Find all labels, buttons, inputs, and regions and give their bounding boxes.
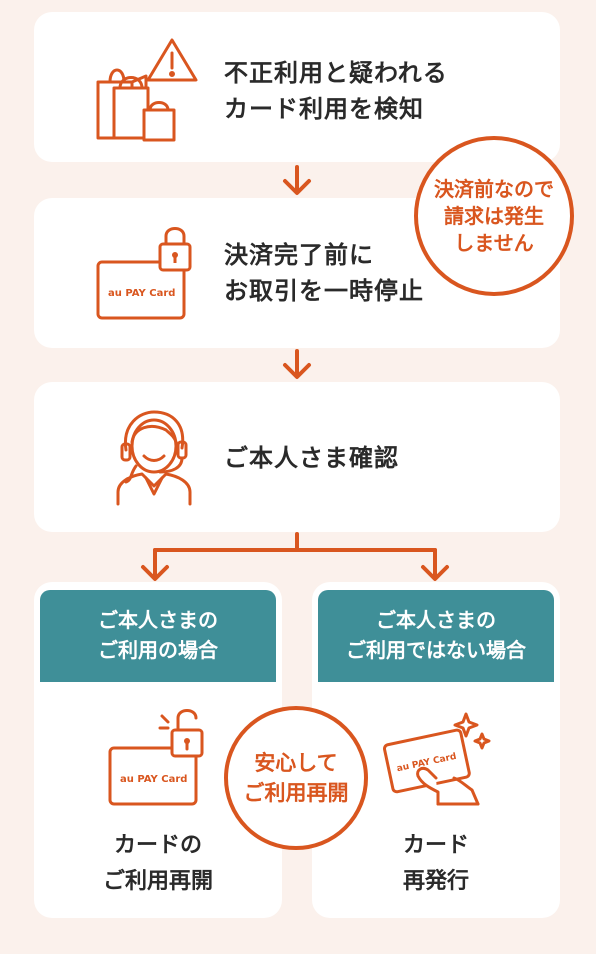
no-charge-line2: 請求は発生 xyxy=(444,203,544,228)
card-label: au PAY Card xyxy=(120,774,187,785)
step-hold-line2: お取引を一時停止 xyxy=(224,277,424,305)
branch-fraud-result: カード 再発行 xyxy=(312,828,560,900)
step-verify-line1: ご本人さま確認 xyxy=(224,444,399,472)
down-arrow-icon xyxy=(283,165,311,195)
branch-genuine-head2: ご利用の場合 xyxy=(98,638,218,662)
step-hold-line1: 決済完了前に xyxy=(224,241,374,269)
card-label: au PAY Card xyxy=(108,288,175,299)
branch-genuine-head1: ご本人さまの xyxy=(98,608,218,632)
branch-fraud-head2: ご利用ではない場合 xyxy=(346,638,526,662)
no-charge-badge: 決済前なので 請求は発生 しません xyxy=(414,136,574,296)
shopping-bags-warning-icon xyxy=(96,38,198,142)
step-detect-line1: 不正利用と疑われる xyxy=(224,59,448,87)
step-detect-line2: カード利用を検知 xyxy=(224,95,424,123)
step-verify-text: ご本人さま確認 xyxy=(224,440,399,476)
branch-fraud-result2: 再発行 xyxy=(402,869,469,894)
resume-line1: 安心して xyxy=(254,751,338,775)
resume-line2: ご利用再開 xyxy=(243,781,349,805)
branch-fraud-header: ご本人さまの ご利用ではない場合 xyxy=(318,590,554,682)
branch-genuine-result2: ご利用再開 xyxy=(102,869,213,894)
step-hold-text: 決済完了前に お取引を一時停止 xyxy=(224,237,424,309)
branch-fraud-result1: カード xyxy=(402,833,469,858)
card-in-hand-sparkle-icon: au PAY Card xyxy=(382,712,491,806)
branch-arrows-icon xyxy=(141,532,449,581)
operator-headset-icon xyxy=(116,410,192,506)
locked-card-icon: au PAY Card xyxy=(96,227,192,320)
resume-badge: 安心して ご利用再開 xyxy=(224,706,368,850)
branch-genuine-result1: カードの xyxy=(113,833,202,858)
step-detect-box: 不正利用と疑われる カード利用を検知 xyxy=(34,12,560,162)
unlocked-card-icon: au PAY Card xyxy=(108,709,204,806)
step-verify-box: ご本人さま確認 xyxy=(34,382,560,532)
branch-fraud-box: ご本人さまの ご利用ではない場合 au PAY Card カード 再発行 xyxy=(312,582,560,918)
branch-genuine-header: ご本人さまの ご利用の場合 xyxy=(40,590,276,682)
branch-fraud-head1: ご本人さまの xyxy=(376,608,496,632)
no-charge-line3: しません xyxy=(454,230,534,255)
step-detect-text: 不正利用と疑われる カード利用を検知 xyxy=(224,55,448,127)
no-charge-line1: 決済前なので xyxy=(434,176,554,201)
down-arrow-icon xyxy=(283,349,311,379)
branch-genuine-result: カードの ご利用再開 xyxy=(34,828,282,900)
